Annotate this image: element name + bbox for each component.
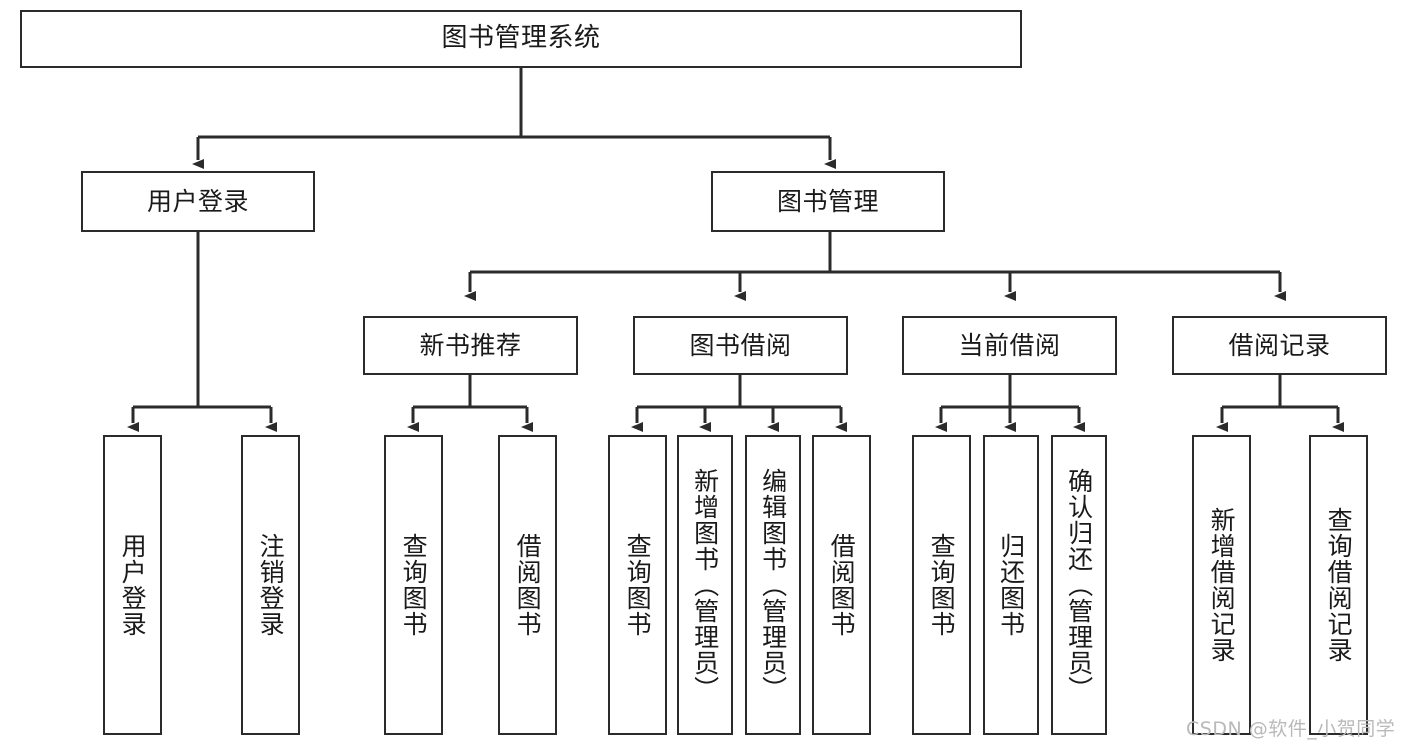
node-leaf-query-book-3[interactable]: 查询图书 bbox=[912, 435, 971, 735]
node-leaf-add-record-label: 新增借阅记录 bbox=[1207, 507, 1237, 663]
node-leaf-query-book-2-label: 查询图书 bbox=[623, 533, 653, 637]
node-root[interactable]: 图书管理系统 bbox=[20, 10, 1022, 68]
node-borrow-record-label: 借阅记录 bbox=[1228, 330, 1331, 360]
node-leaf-return-book[interactable]: 归还图书 bbox=[983, 435, 1039, 735]
node-current-borrow-label: 当前借阅 bbox=[958, 330, 1061, 360]
node-leaf-query-record[interactable]: 查询借阅记录 bbox=[1309, 435, 1368, 735]
node-leaf-add-record[interactable]: 新增借阅记录 bbox=[1192, 435, 1251, 735]
node-leaf-query-book-1-label: 查询图书 bbox=[399, 533, 429, 637]
node-new-book-rec-label: 新书推荐 bbox=[419, 330, 522, 360]
node-book-borrow-label: 图书借阅 bbox=[689, 330, 792, 360]
node-leaf-edit-book[interactable]: 编辑图书（管理员） bbox=[745, 435, 801, 735]
node-leaf-query-book-3-label: 查询图书 bbox=[927, 533, 957, 637]
node-leaf-return-book-label: 归还图书 bbox=[996, 533, 1026, 637]
node-leaf-edit-book-label: 编辑图书（管理员） bbox=[758, 468, 788, 702]
node-user-login-label: 用户登录 bbox=[146, 186, 249, 216]
node-leaf-borrow-book-2-label: 借阅图书 bbox=[827, 533, 857, 637]
node-leaf-query-book-1[interactable]: 查询图书 bbox=[384, 435, 443, 735]
node-leaf-confirm-return[interactable]: 确认归还（管理员） bbox=[1051, 435, 1107, 735]
node-leaf-add-book[interactable]: 新增图书（管理员） bbox=[677, 435, 733, 735]
node-leaf-user-login[interactable]: 用户登录 bbox=[103, 435, 162, 735]
node-leaf-borrow-book-1[interactable]: 借阅图书 bbox=[498, 435, 557, 735]
node-leaf-borrow-book-1-label: 借阅图书 bbox=[513, 533, 543, 637]
node-leaf-query-book-2[interactable]: 查询图书 bbox=[608, 435, 667, 735]
node-leaf-borrow-book-2[interactable]: 借阅图书 bbox=[812, 435, 871, 735]
node-borrow-record[interactable]: 借阅记录 bbox=[1172, 316, 1387, 375]
node-leaf-user-logout-label: 注销登录 bbox=[256, 533, 286, 637]
node-leaf-user-logout[interactable]: 注销登录 bbox=[241, 435, 300, 735]
node-new-book-rec[interactable]: 新书推荐 bbox=[363, 316, 578, 375]
node-root-label: 图书管理系统 bbox=[441, 23, 601, 54]
node-leaf-query-record-label: 查询借阅记录 bbox=[1324, 507, 1354, 663]
node-book-manage-label: 图书管理 bbox=[776, 186, 879, 216]
node-leaf-confirm-return-label: 确认归还（管理员） bbox=[1064, 468, 1094, 702]
csdn-watermark: CSDN @软件_小贺同学 bbox=[1186, 718, 1396, 740]
node-current-borrow[interactable]: 当前借阅 bbox=[902, 316, 1117, 375]
node-book-manage[interactable]: 图书管理 bbox=[711, 171, 945, 232]
node-leaf-add-book-label: 新增图书（管理员） bbox=[690, 468, 720, 702]
node-leaf-user-login-label: 用户登录 bbox=[118, 533, 148, 637]
node-user-login[interactable]: 用户登录 bbox=[81, 171, 315, 232]
node-book-borrow[interactable]: 图书借阅 bbox=[633, 316, 848, 375]
